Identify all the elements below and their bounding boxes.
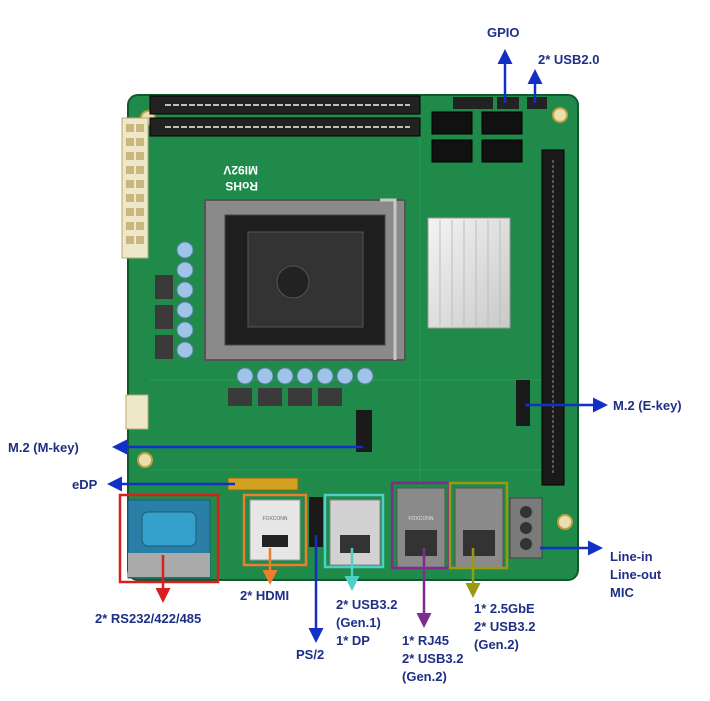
audio-mic: MIC	[610, 585, 634, 600]
dimm-slots	[149, 95, 421, 137]
cpu-socket	[204, 198, 406, 361]
callout-arrows	[107, 49, 608, 643]
rj45-brand-silk: FOXCONN	[409, 516, 434, 522]
m2-mkey-slot	[356, 410, 372, 452]
hdmi-port: FOXCONN	[242, 493, 308, 567]
rj45-stack: FOXCONN	[390, 481, 451, 570]
com-label: 2* RS232/422/485	[95, 611, 202, 626]
cpu-power-connector	[125, 394, 149, 430]
usb-dp-line-3: 1* DP	[336, 633, 370, 648]
audio-line-in: Line-in	[610, 549, 653, 564]
sata-connectors	[431, 111, 523, 163]
hdmi-brand-silk: FOXCONN	[263, 516, 288, 522]
top-headers	[453, 97, 547, 109]
vrm-capacitors	[155, 241, 374, 406]
usb-dp-line-1: 2* USB3.2	[336, 597, 398, 612]
usb-dp-stack	[323, 493, 385, 569]
gbe-stack	[448, 481, 509, 570]
edp-label: eDP	[72, 477, 98, 492]
hdmi-label: 2* HDMI	[240, 588, 290, 603]
m2-mkey-label: M.2 (M-key)	[8, 440, 79, 455]
mounting-holes	[137, 107, 573, 530]
rohs-silk: RoHS	[225, 179, 258, 193]
audio-label: Line-in Line-out MIC	[610, 548, 661, 602]
rj45-line-2: 2* USB3.2	[402, 651, 464, 666]
usb2-label: 2* USB2.0	[538, 52, 600, 67]
rj45-line-1: 1* RJ45	[402, 633, 449, 648]
board-silkscreen: RoHS MI92V	[223, 163, 258, 193]
chipset-heatsink	[427, 217, 511, 329]
m2-ekey-label: M.2 (E-key)	[613, 398, 682, 413]
rj45-line-3: (Gen.2)	[402, 669, 447, 684]
ps2-label: PS/2	[296, 647, 325, 662]
com-port	[118, 493, 220, 584]
rj45-label: 1* RJ45 2* USB3.2 (Gen.2)	[402, 632, 463, 686]
m2-ekey-slot	[516, 380, 530, 426]
atx-power-connector	[121, 117, 149, 259]
gbe-label: 1* 2.5GbE 2* USB3.2 (Gen.2)	[474, 600, 535, 654]
gpio-label: GPIO	[487, 25, 520, 40]
gbe-line-3: (Gen.2)	[474, 637, 519, 652]
usb-dp-label: 2* USB3.2 (Gen.1) 1* DP	[336, 596, 397, 650]
gbe-line-1: 1* 2.5GbE	[474, 601, 535, 616]
audio-jacks	[509, 497, 543, 559]
gbe-line-2: 2* USB3.2	[474, 619, 536, 634]
audio-line-out: Line-out	[610, 567, 662, 582]
edp-connector	[227, 477, 299, 491]
pcie-slot	[541, 149, 565, 486]
ps2-port	[309, 497, 323, 547]
model-silk: MI92V	[223, 163, 258, 177]
usb-dp-line-2: (Gen.1)	[336, 615, 381, 630]
